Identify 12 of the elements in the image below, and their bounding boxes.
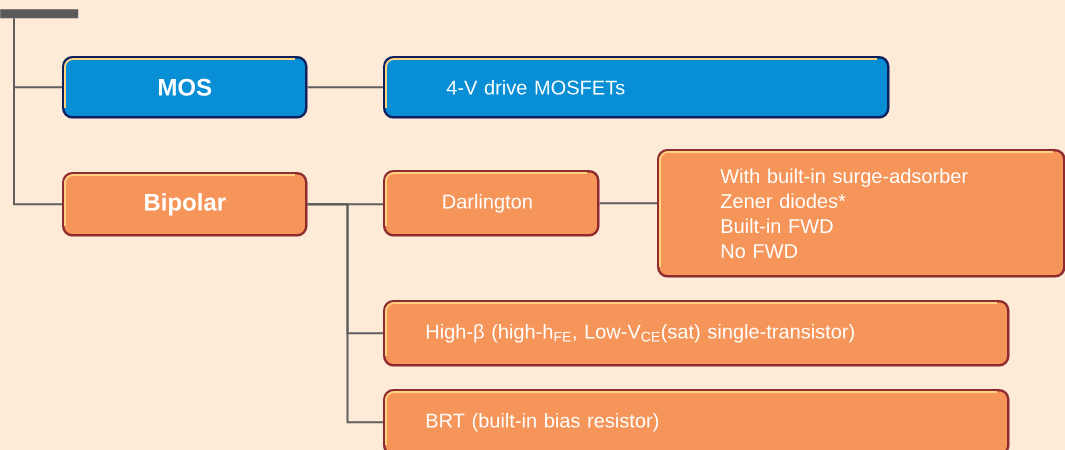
category-box: Bipolar [62, 172, 308, 237]
heading-bar [0, 9, 79, 19]
item-box: 4-V drive MOSFETs [383, 56, 890, 119]
item-box: High-β (high-h$_{FE}$, Low-V$_{CE}$(sat) single-transistor) [383, 300, 1010, 367]
category-box: MOS [62, 56, 308, 119]
connector-line [13, 17, 63, 206]
connector-line [306, 86, 384, 89]
connector-line [598, 202, 658, 205]
item-box: Darlington [383, 170, 600, 237]
connector-line [306, 203, 384, 424]
item-box: With built-in surge-adsorber Zener diodes* Built-in FWD No FWD [657, 149, 1065, 278]
item-box: BRT (built-in bias resistor) [383, 389, 1010, 450]
